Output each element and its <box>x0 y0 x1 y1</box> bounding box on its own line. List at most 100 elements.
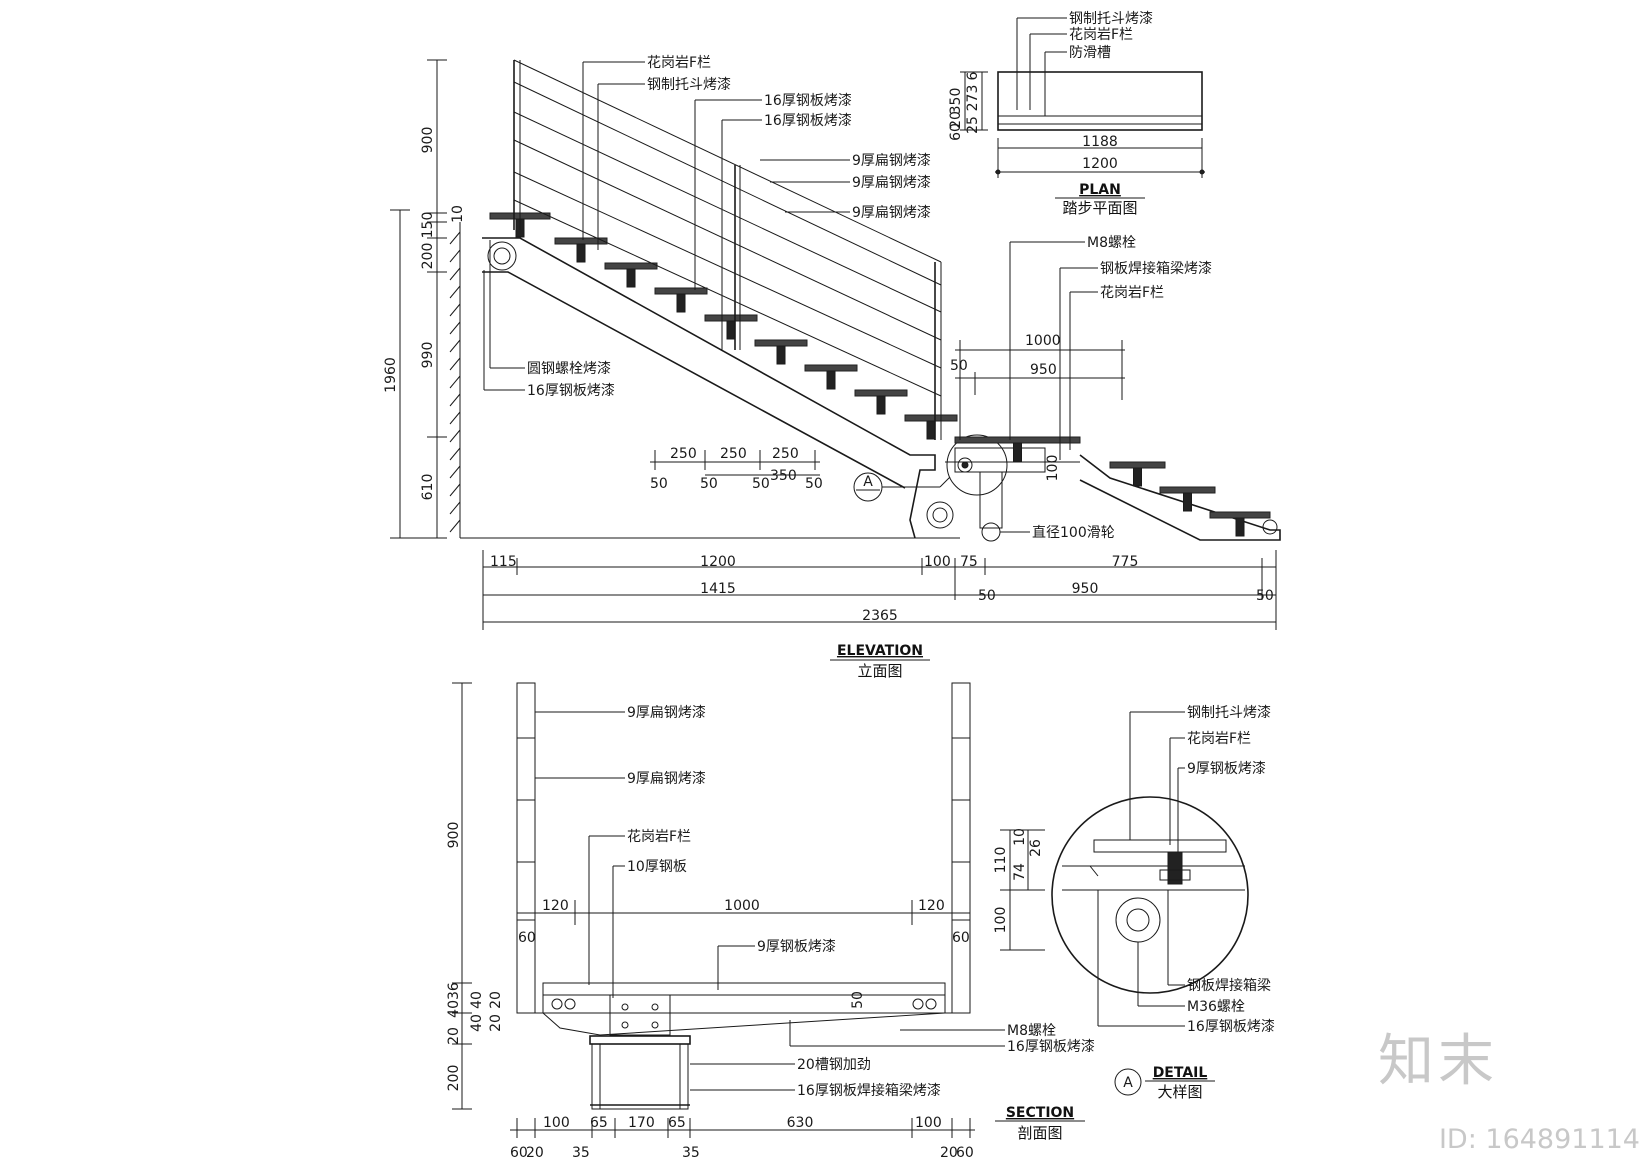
dim-350: 350 <box>770 468 797 484</box>
watermark-id: ID: 164891114 <box>1438 1124 1640 1155</box>
tread <box>1209 511 1271 519</box>
section-label-flat-1: 9厚扁钢烤漆 <box>627 705 706 721</box>
tread-dimensions: 250 250 250 50 50 50 350 50 <box>650 446 823 492</box>
dim-775: 775 <box>1112 554 1139 570</box>
tread-support <box>576 243 586 263</box>
section-dim-1000: 1000 <box>724 898 760 914</box>
detail-dim-26: 26 <box>1028 839 1044 857</box>
tread <box>1109 461 1166 469</box>
tread-support <box>676 293 686 313</box>
tread-support <box>1183 492 1192 512</box>
dim-900: 900 <box>420 127 436 154</box>
section-subtitle: 剖面图 <box>1017 1124 1062 1142</box>
tread-support <box>1235 517 1245 537</box>
tread-support <box>1013 442 1022 462</box>
detail-dim-10: 10 <box>1012 828 1028 846</box>
detail-label-plate-16: 16厚钢板烤漆 <box>1187 1019 1275 1035</box>
label-plate-16-a: 16厚钢板烤漆 <box>764 93 852 109</box>
bottom-dimensions: 115 1200 100 75 775 1415 50 950 50 2365 <box>482 550 1277 630</box>
label-flat-steel-3: 9厚扁钢烤漆 <box>852 205 931 221</box>
elevation-labels: 花岗岩F栏 钢制托斗烤漆 16厚钢板烤漆 16厚钢板烤漆 9厚扁钢烤漆 9厚扁钢… <box>483 55 1212 541</box>
plan-dim-273: 273 <box>965 85 981 112</box>
dim-2365: 2365 <box>862 608 898 624</box>
detail-label-m36: M36螺栓 <box>1187 999 1245 1015</box>
section-label-granite: 花岗岩F栏 <box>627 829 691 845</box>
tread <box>704 314 758 322</box>
dim-950-landing: 950 <box>1030 362 1057 378</box>
tread-support <box>876 395 886 415</box>
section-dim-200: 200 <box>446 1065 462 1092</box>
dim-250-a: 250 <box>670 446 697 462</box>
left-dimensions: 900 10 150 200 990 1960 610 <box>383 59 466 539</box>
elevation-subtitle: 立面图 <box>857 662 902 680</box>
section-dim-100-b: 100 <box>915 1115 942 1131</box>
tread-support <box>826 370 836 390</box>
dim-115: 115 <box>490 554 517 570</box>
section-dim-60-a: 60 <box>518 930 536 946</box>
detail-label-plate-9: 9厚钢板烤漆 <box>1187 761 1266 777</box>
label-granite-2: 花岗岩F栏 <box>1100 285 1164 301</box>
elevation-title: ELEVATION <box>837 643 923 659</box>
dim-1960: 1960 <box>383 357 399 393</box>
treads <box>489 212 1271 537</box>
detail-marker: A <box>1123 1075 1133 1091</box>
landing-dimensions: 1000 50 950 100 <box>950 333 1125 481</box>
section-dim-40-b: 40 <box>469 991 485 1009</box>
dim-250-c: 250 <box>772 446 799 462</box>
dim-50-a: 50 <box>650 476 668 492</box>
label-round-bolt: 圆钢螺栓烤漆 <box>527 361 611 377</box>
label-m8-bolt: M8螺栓 <box>1087 235 1136 251</box>
plan-dim-1200: 1200 <box>1082 156 1118 172</box>
tread <box>854 389 908 397</box>
dim-950: 950 <box>1072 581 1099 597</box>
tread-support <box>1133 467 1142 487</box>
railing <box>513 59 942 440</box>
dim-200: 200 <box>420 243 436 270</box>
section-dim-4036: 4036 <box>446 982 462 1018</box>
section-dim-35-b: 35 <box>682 1145 700 1161</box>
section-label-plate-9: 9厚钢板烤漆 <box>757 939 836 955</box>
tread <box>654 287 708 295</box>
label-tray: 钢制托斗烤漆 <box>647 77 731 93</box>
plan-dim-1188: 1188 <box>1082 134 1118 150</box>
label-plate-16-b: 16厚钢板烤漆 <box>764 113 852 129</box>
dim-50-c: 50 <box>752 476 770 492</box>
dim-150: 150 <box>420 212 436 239</box>
section-dim-60-b: 60 <box>952 930 970 946</box>
section-dim-630: 630 <box>787 1115 814 1131</box>
label-pulley: 直径100滑轮 <box>1032 524 1115 541</box>
section-dim-170: 170 <box>628 1115 655 1131</box>
detail-subtitle: 大样图 <box>1157 1083 1202 1101</box>
dim-50-d: 50 <box>805 476 823 492</box>
tread-support <box>726 320 736 340</box>
section-label-channel: 20槽钢加劲 <box>797 1057 871 1073</box>
dim-50-f: 50 <box>1256 588 1274 604</box>
dim-50-e: 50 <box>978 588 996 604</box>
label-plate-16-c: 16厚钢板烤漆 <box>527 383 615 399</box>
label-flat-steel-1: 9厚扁钢烤漆 <box>852 153 931 169</box>
label-flat-steel-2: 9厚扁钢烤漆 <box>852 175 931 191</box>
tread <box>604 262 658 270</box>
section-dim-120-b: 120 <box>918 898 945 914</box>
section-label-flat-2: 9厚扁钢烤漆 <box>627 771 706 787</box>
dim-990: 990 <box>420 342 436 369</box>
dim-100: 100 <box>924 554 951 570</box>
detail-title: DETAIL <box>1153 1065 1208 1081</box>
section-label-plate-16: 16厚钢板烤漆 <box>1007 1039 1095 1055</box>
tread <box>804 364 858 372</box>
wall-hatch <box>449 222 461 538</box>
detail-dim-100: 100 <box>993 907 1009 934</box>
plan-label-groove: 防滑槽 <box>1069 44 1111 61</box>
detail-marker-a-label: A <box>863 474 873 490</box>
tread-support <box>776 345 786 365</box>
plan-view: 钢制托斗烤漆 花岗岩F栏 防滑槽 350 6 273 20 60 25 1188… <box>948 11 1205 217</box>
label-box-beam: 钢板焊接箱梁烤漆 <box>1100 260 1212 277</box>
section-dim-40-a: 40 <box>469 1014 485 1032</box>
plan-title: PLAN <box>1079 182 1121 198</box>
tread <box>754 339 808 347</box>
plan-label-granite: 花岗岩F栏 <box>1069 27 1133 43</box>
plan-dim-6: 6 <box>965 71 981 80</box>
dim-75: 75 <box>960 554 978 570</box>
section-view: 9厚扁钢烤漆 9厚扁钢烤漆 花岗岩F栏 10厚钢板 9厚钢板烤漆 M8螺栓 16… <box>446 682 1095 1161</box>
detail-label-granite: 花岗岩F栏 <box>1187 731 1251 747</box>
